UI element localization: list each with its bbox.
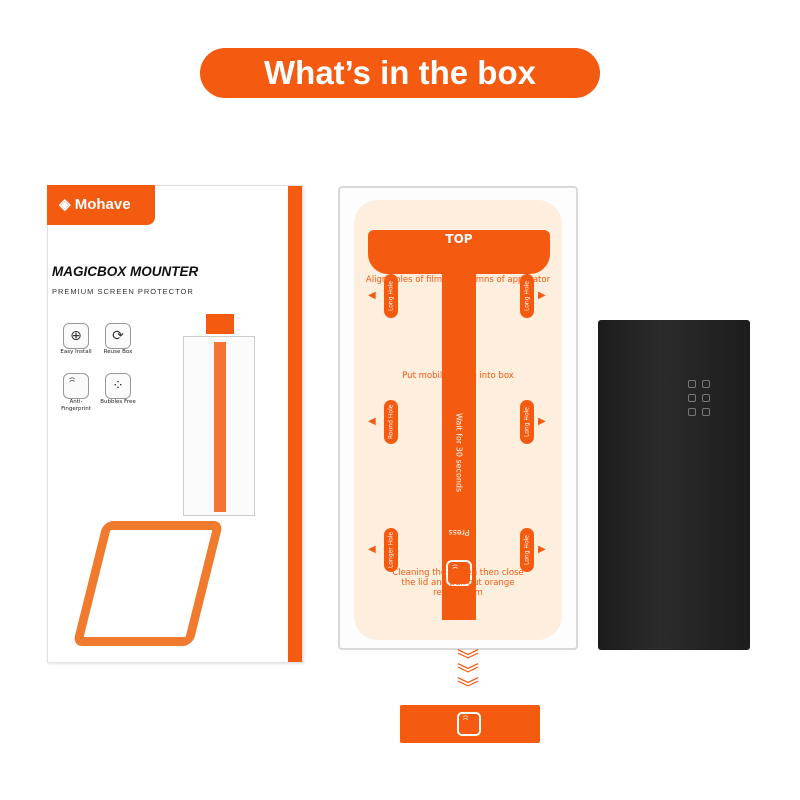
product-box-card: ◈ Mohave MAGICBOX MOUNTER PREMIUM SCREEN… bbox=[47, 185, 303, 663]
right-hole-label: Long Hole bbox=[520, 274, 534, 318]
pull-down-arrows-icon: ︾︾︾ bbox=[456, 649, 479, 702]
arrow-right-icon: ▶ bbox=[538, 544, 546, 555]
mini-spine bbox=[214, 342, 226, 512]
pull-tab: ꩰ bbox=[400, 705, 540, 743]
left-hole-label: Longer Hole bbox=[384, 528, 398, 572]
crosshair-icon: ⊕ bbox=[63, 323, 89, 349]
brand-name: Mohave bbox=[74, 196, 131, 213]
refresh-icon: ⟳ bbox=[105, 323, 131, 349]
applicator-box: TOP Align holes of film on columns of ap… bbox=[338, 186, 578, 650]
mini-tab bbox=[206, 314, 234, 334]
fingerprint-icon: ꩰ bbox=[63, 373, 89, 399]
mini-applicator-illustration bbox=[183, 336, 255, 516]
feature-reuse-box: ⟳ Reuse Box bbox=[98, 323, 138, 356]
arrow-left-icon: ◀ bbox=[368, 290, 376, 301]
wait-instruction: Wait for 30 seconds bbox=[454, 413, 464, 493]
right-hole-label: Long Hole bbox=[520, 400, 534, 444]
feature-label: Easy Install bbox=[60, 349, 92, 355]
top-label: TOP bbox=[445, 232, 473, 246]
mini-orange-frame bbox=[72, 521, 224, 646]
accent-stripe bbox=[288, 186, 302, 662]
feature-bubbles-free: ⁘ Bubbles Free bbox=[98, 373, 138, 406]
arrow-left-icon: ◀ bbox=[368, 416, 376, 427]
arrow-right-icon: ▶ bbox=[538, 290, 546, 301]
fingerprint-press-icon: ꩰ bbox=[446, 560, 472, 586]
product-subtitle: PREMIUM SCREEN PROTECTOR bbox=[52, 287, 194, 296]
screen-protector-film bbox=[598, 320, 750, 650]
feature-label: Reuse Box bbox=[103, 349, 133, 355]
arrow-right-icon: ▶ bbox=[538, 416, 546, 427]
left-hole-label: Round Hole bbox=[384, 400, 398, 444]
cleaning-instruction: Cleaning the screen then close the lid a… bbox=[392, 568, 524, 598]
right-hole-label: Long Hole bbox=[520, 528, 534, 572]
feature-label: Anti-Fingerprint bbox=[61, 399, 91, 412]
fingerprint-icon: ꩰ bbox=[457, 712, 481, 736]
feature-easy-install: ⊕ Easy Install bbox=[56, 323, 96, 356]
press-label: Press bbox=[448, 528, 470, 537]
section-title: What’s in the box bbox=[200, 48, 600, 98]
top-banner: TOP bbox=[368, 230, 550, 274]
camera-cutouts bbox=[688, 380, 710, 416]
feature-anti-fingerprint: ꩰ Anti-Fingerprint bbox=[56, 373, 96, 413]
put-instruction: Put mobile phone into box bbox=[402, 371, 514, 381]
feature-label: Bubbles Free bbox=[100, 399, 136, 405]
brand-logo: ◈ Mohave bbox=[47, 185, 155, 225]
left-hole-label: Long Hole bbox=[384, 274, 398, 318]
bubbles-icon: ⁘ bbox=[105, 373, 131, 399]
arrow-left-icon: ◀ bbox=[368, 544, 376, 555]
product-title: MAGICBOX MOUNTER bbox=[52, 264, 199, 279]
